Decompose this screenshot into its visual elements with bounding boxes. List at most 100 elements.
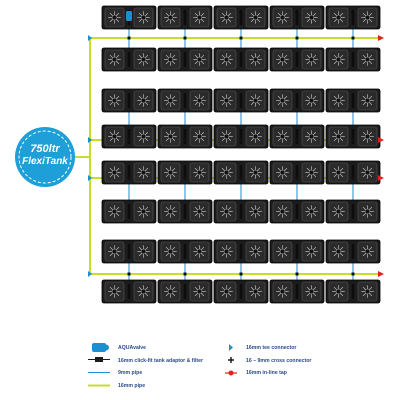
tray: [325, 239, 381, 264]
flexitank-inner-ring: [18, 130, 72, 184]
pot-centre: [335, 97, 342, 104]
fittings-layer: [88, 11, 384, 277]
pot-centre: [111, 97, 118, 104]
pot-centre: [167, 208, 174, 215]
tray-grid: [101, 5, 381, 304]
tray-divider: [295, 129, 299, 144]
tray: [213, 160, 269, 185]
legend-label-inline-tap: 16mm in-line tap: [246, 370, 287, 376]
cross-connector-icon: [183, 272, 187, 276]
tray-divider: [127, 93, 131, 108]
tray-divider: [239, 52, 243, 67]
pot-centre: [308, 248, 315, 255]
inline-tap-icon: [378, 137, 384, 143]
pot-centre: [279, 97, 286, 104]
cross-connector-icon: [295, 176, 299, 180]
cross-connector-icon: [183, 138, 187, 142]
pot-centre: [308, 56, 315, 63]
pipe-network-16mm: [75, 37, 378, 275]
tray: [157, 47, 213, 72]
pot-centre: [308, 97, 315, 104]
pot-centre: [167, 97, 174, 104]
tray-divider: [239, 244, 243, 259]
pot-centre: [111, 288, 118, 295]
cross-connector-icon: [295, 138, 299, 142]
tray-divider: [127, 284, 131, 299]
pot-centre: [308, 288, 315, 295]
pot-centre: [140, 97, 147, 104]
pot-centre: [223, 169, 230, 176]
tray-divider: [295, 93, 299, 108]
tee-connector-icon: [229, 344, 233, 351]
tray-divider: [239, 165, 243, 180]
tray: [269, 160, 325, 185]
tray: [213, 88, 269, 113]
tank-label-line2: FlexiTank: [22, 156, 68, 167]
pot-centre: [196, 97, 203, 104]
pot-centre: [167, 56, 174, 63]
tray-divider: [183, 52, 187, 67]
pot-centre: [364, 169, 371, 176]
tray: [213, 5, 269, 30]
tray: [101, 47, 157, 72]
pot-centre: [308, 208, 315, 215]
tray-divider: [351, 284, 355, 299]
tray: [325, 88, 381, 113]
tray-divider: [351, 93, 355, 108]
pot-centre: [279, 133, 286, 140]
tray: [269, 199, 325, 224]
pot-centre: [111, 208, 118, 215]
pot-centre: [223, 97, 230, 104]
tray: [101, 5, 157, 30]
legend-label-16mm-pipe: 16mm pipe: [118, 383, 146, 389]
tray: [157, 279, 213, 304]
pot-centre: [364, 248, 371, 255]
pot-centre: [167, 288, 174, 295]
pot-centre: [364, 56, 371, 63]
pot-centre: [223, 288, 230, 295]
cross-connector-icon: [239, 272, 243, 276]
tray: [101, 199, 157, 224]
cross-connector-icon: [351, 176, 355, 180]
pot-centre: [140, 208, 147, 215]
legend-label-tee-connector: 16mm tee connector: [246, 345, 297, 351]
pot-centre: [140, 288, 147, 295]
pot-centre: [364, 288, 371, 295]
tray-divider: [183, 204, 187, 219]
pot-centre: [140, 169, 147, 176]
pot-centre: [196, 208, 203, 215]
tray: [157, 88, 213, 113]
pot-centre: [167, 169, 174, 176]
tray: [325, 5, 381, 30]
tray-divider: [127, 52, 131, 67]
tray-divider: [295, 165, 299, 180]
pot-centre: [140, 248, 147, 255]
cross-connector-icon: [295, 36, 299, 40]
tray-divider: [351, 129, 355, 144]
tray: [325, 160, 381, 185]
tray-divider: [295, 204, 299, 219]
pot-centre: [364, 97, 371, 104]
tray: [101, 160, 157, 185]
flexitank-circle: [15, 127, 75, 187]
pot-centre: [335, 133, 342, 140]
tray: [213, 199, 269, 224]
pot-centre: [111, 133, 118, 140]
cross-connector-icon: [183, 36, 187, 40]
tee-connector-icon: [88, 175, 92, 181]
pot-centre: [111, 14, 118, 21]
pot-centre: [196, 56, 203, 63]
legend-label-aquavalve: AQUAvalve: [118, 345, 147, 351]
flexitank: [15, 127, 75, 187]
tray-divider: [351, 165, 355, 180]
tray: [101, 124, 157, 149]
pot-centre: [196, 14, 203, 21]
pot-centre: [223, 14, 230, 21]
pot-centre: [364, 208, 371, 215]
tray-divider: [295, 284, 299, 299]
tray: [269, 47, 325, 72]
pot-centre: [252, 248, 259, 255]
pot-centre: [252, 288, 259, 295]
tray-divider: [127, 204, 131, 219]
tray: [157, 124, 213, 149]
